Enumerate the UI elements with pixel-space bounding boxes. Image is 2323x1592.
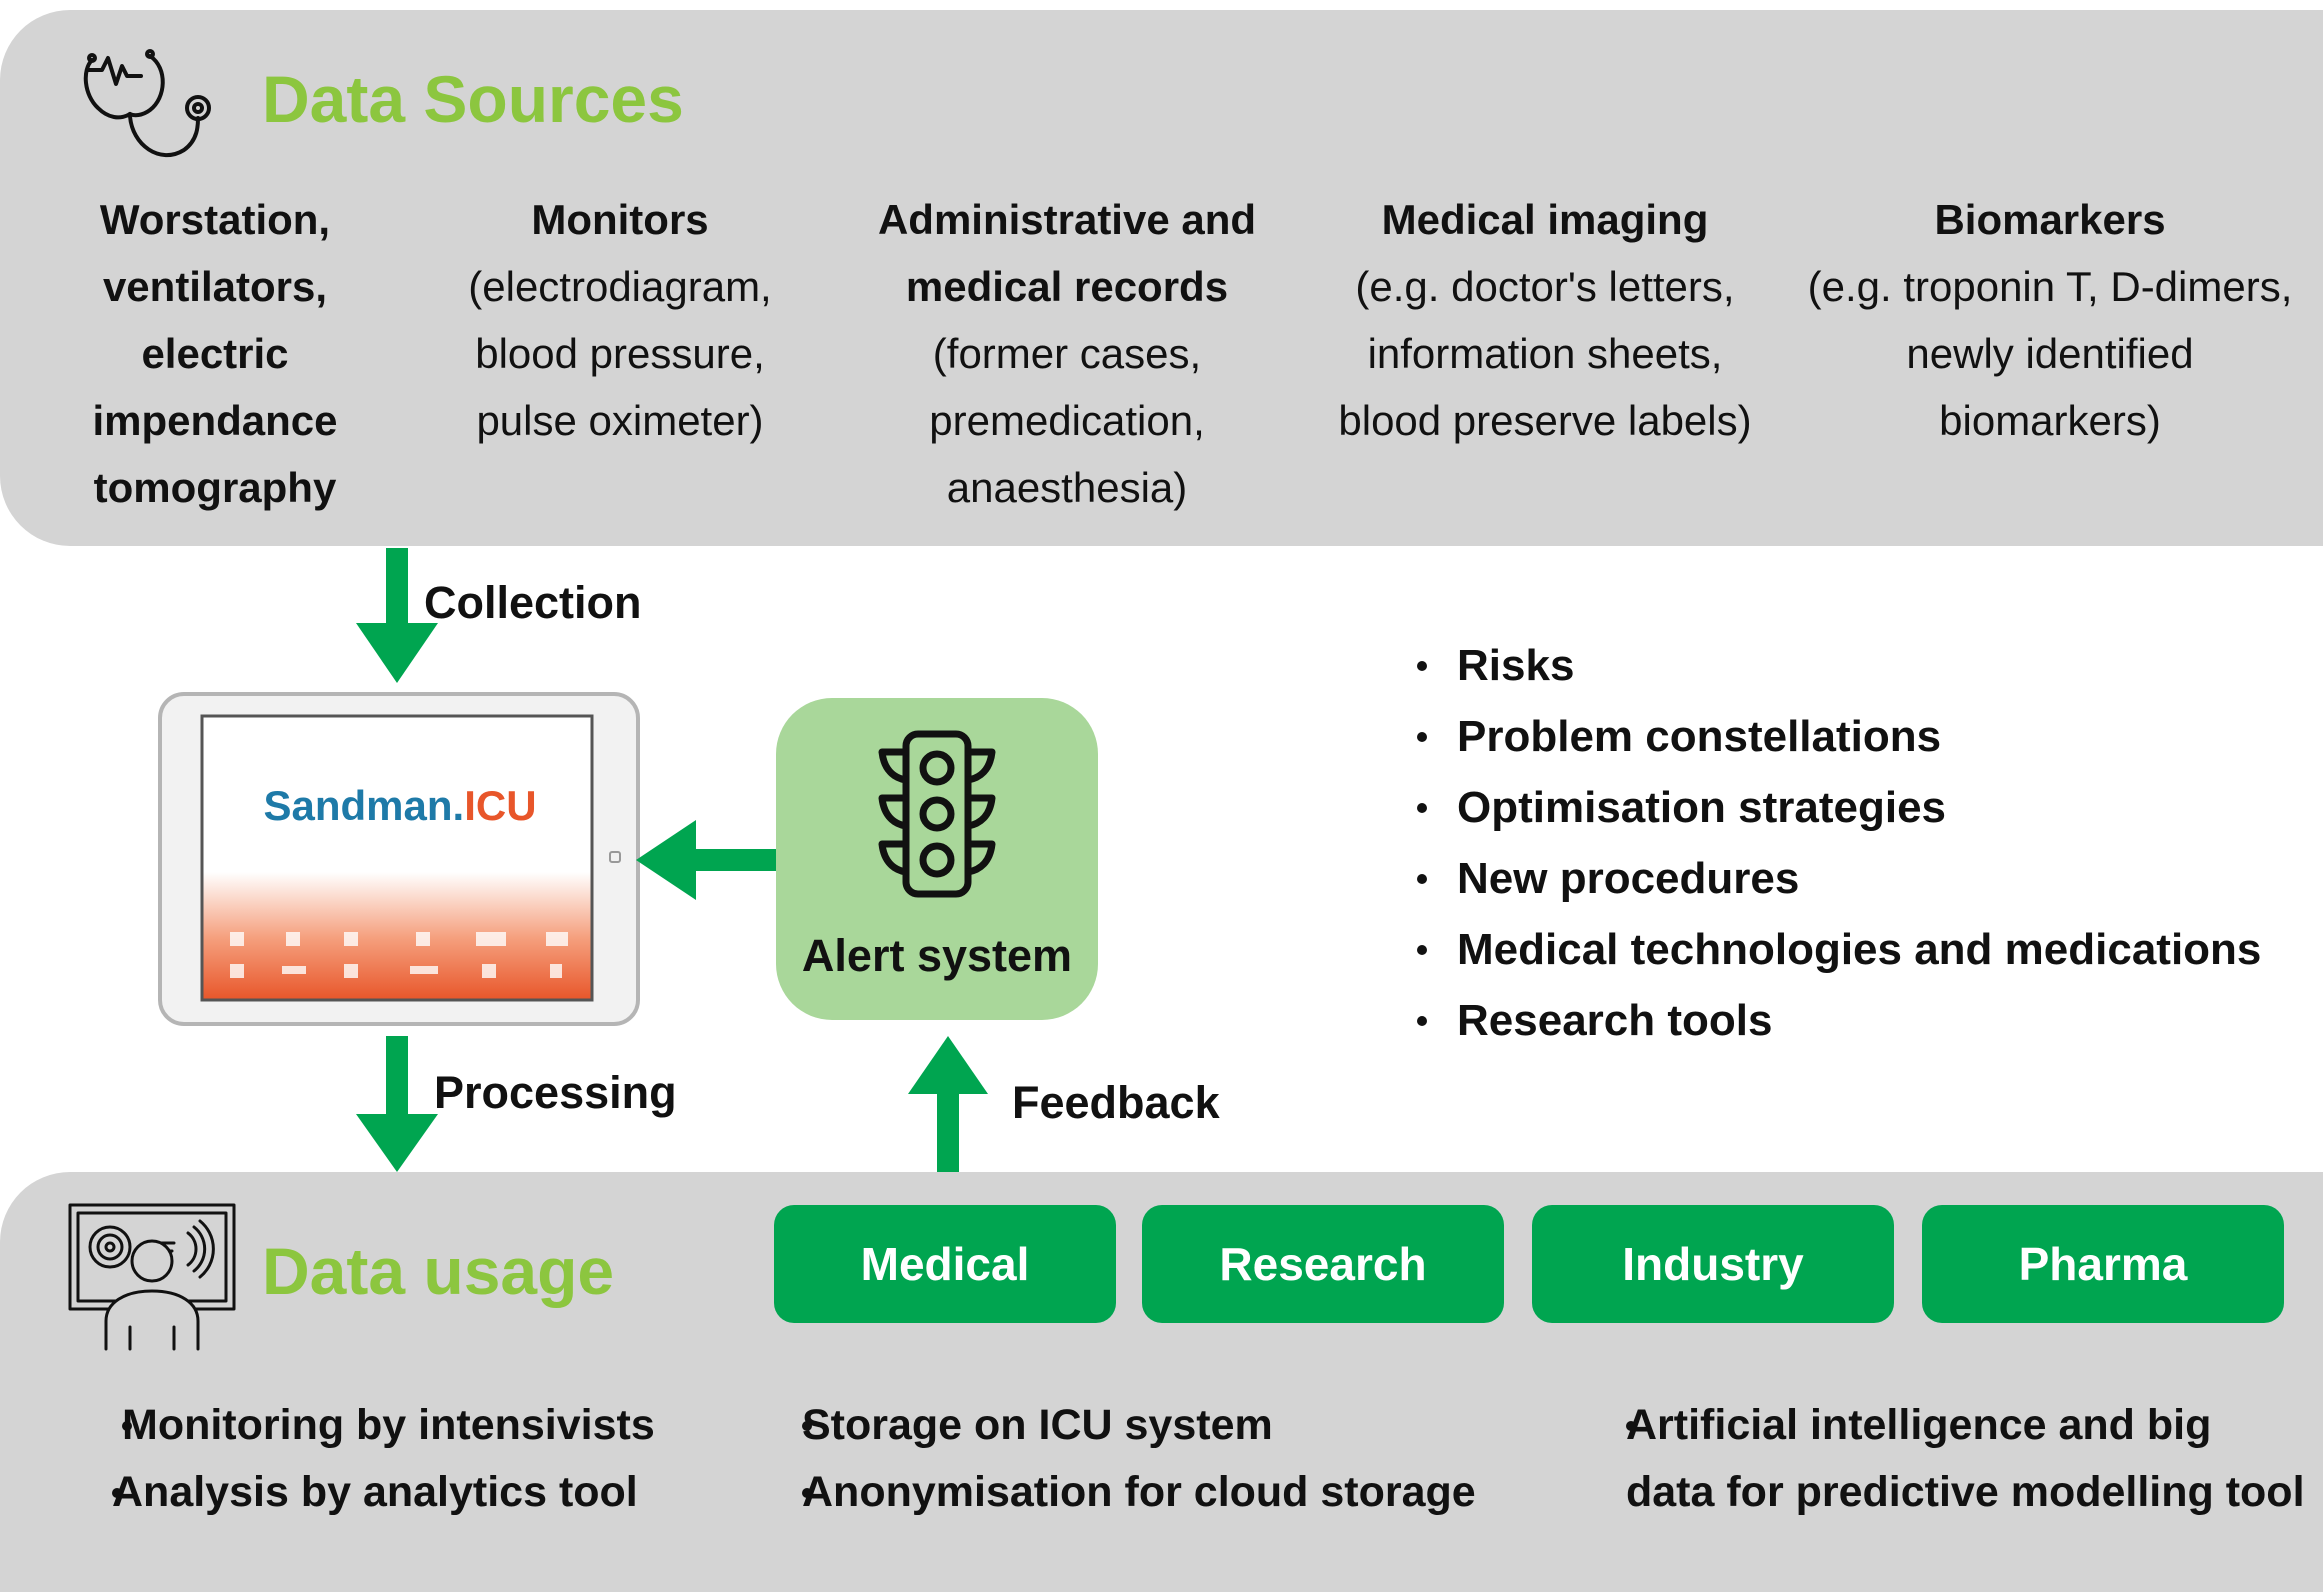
category-research: Research: [1142, 1205, 1504, 1323]
list-item: Artificial intelligence and big data for…: [1590, 1392, 2310, 1526]
tablet-icon: [158, 692, 640, 1026]
processing-label: Processing: [434, 1067, 677, 1118]
category-industry: Industry: [1532, 1205, 1894, 1323]
source-line: anaesthesia): [946, 464, 1188, 511]
source-column-records: Administrative and medical records (form…: [850, 186, 1284, 521]
list-item: Storage on ICU system: [766, 1392, 1476, 1459]
category-pharma: Pharma: [1922, 1205, 2284, 1323]
alert-system-label: Alert system: [801, 930, 1073, 981]
source-line: (e.g. troponin T, D-dimers,: [1807, 263, 2293, 310]
list-item: Risks: [1415, 630, 2261, 701]
usage-list-ai: Artificial intelligence and big data for…: [1590, 1392, 2310, 1526]
source-line: pulse oximeter): [476, 397, 764, 444]
source-line: biomarkers): [1939, 397, 2161, 444]
sandman-icu-logo: Sandman.ICU: [200, 785, 600, 827]
data-usage-title: Data usage: [262, 1234, 615, 1308]
feedback-label: Feedback: [1012, 1077, 1220, 1128]
brand-part-1: Sandman.: [263, 782, 465, 829]
source-line: Worstation,: [99, 196, 331, 243]
source-line: newly identified: [1906, 330, 2194, 377]
list-item: Monitoring by intensivists: [74, 1392, 655, 1459]
source-line: impendance: [92, 397, 338, 444]
traffic-light-icon: [878, 730, 996, 898]
source-line: Biomarkers: [1934, 196, 2166, 243]
data-sources-title: Data Sources: [262, 62, 684, 136]
source-line: (former cases,: [932, 330, 1202, 377]
source-column-workstation: Worstation, ventilators, electric impend…: [40, 186, 390, 521]
analyst-screen-icon: [68, 1203, 236, 1351]
source-line: blood preserve labels): [1338, 397, 1752, 444]
stethoscope-icon: [83, 49, 211, 158]
list-item: Research tools: [1415, 985, 2261, 1056]
feedback-arrow: [908, 1036, 988, 1172]
source-column-monitors: Monitors (electrodiagram, blood pressure…: [420, 186, 820, 454]
list-item: Medical technologies and medications: [1415, 914, 2261, 985]
source-line: ventilators,: [102, 263, 328, 310]
source-line: (e.g. doctor's letters,: [1355, 263, 1735, 310]
list-item: Problem constellations: [1415, 701, 2261, 772]
source-line: (electrodiagram,: [468, 263, 772, 310]
source-line: blood pressure,: [475, 330, 765, 377]
source-line: information sheets,: [1367, 330, 1723, 377]
source-line: premedication,: [929, 397, 1205, 444]
alert-to-device-arrow: [636, 820, 776, 900]
source-line: electric: [141, 330, 289, 377]
source-line: Medical imaging: [1381, 196, 1709, 243]
source-line: Administrative and: [877, 196, 1257, 243]
processing-arrow: [356, 1036, 438, 1172]
data-sources-panel: [0, 10, 2323, 546]
brand-part-2: ICU: [464, 782, 537, 829]
list-item: Analysis by analytics tool: [74, 1459, 655, 1526]
insights-list: Risks Problem constellations Optimisatio…: [1415, 630, 2261, 1056]
usage-list-monitoring: Monitoring by intensivists Analysis by a…: [74, 1392, 655, 1526]
source-column-biomarkers: Biomarkers (e.g. troponin T, D-dimers, n…: [1790, 186, 2310, 454]
source-line: tomography: [93, 464, 337, 511]
list-item: Optimisation strategies: [1415, 772, 2261, 843]
list-item: New procedures: [1415, 843, 2261, 914]
list-item: Anonymisation for cloud storage: [766, 1459, 1476, 1526]
collection-label: Collection: [424, 577, 642, 628]
category-medical: Medical: [774, 1205, 1116, 1323]
source-line: medical records: [905, 263, 1229, 310]
collection-arrow: [356, 548, 438, 683]
source-column-imaging: Medical imaging (e.g. doctor's letters, …: [1310, 186, 1780, 454]
usage-list-storage: Storage on ICU system Anonymisation for …: [766, 1392, 1476, 1526]
source-line: Monitors: [531, 196, 709, 243]
